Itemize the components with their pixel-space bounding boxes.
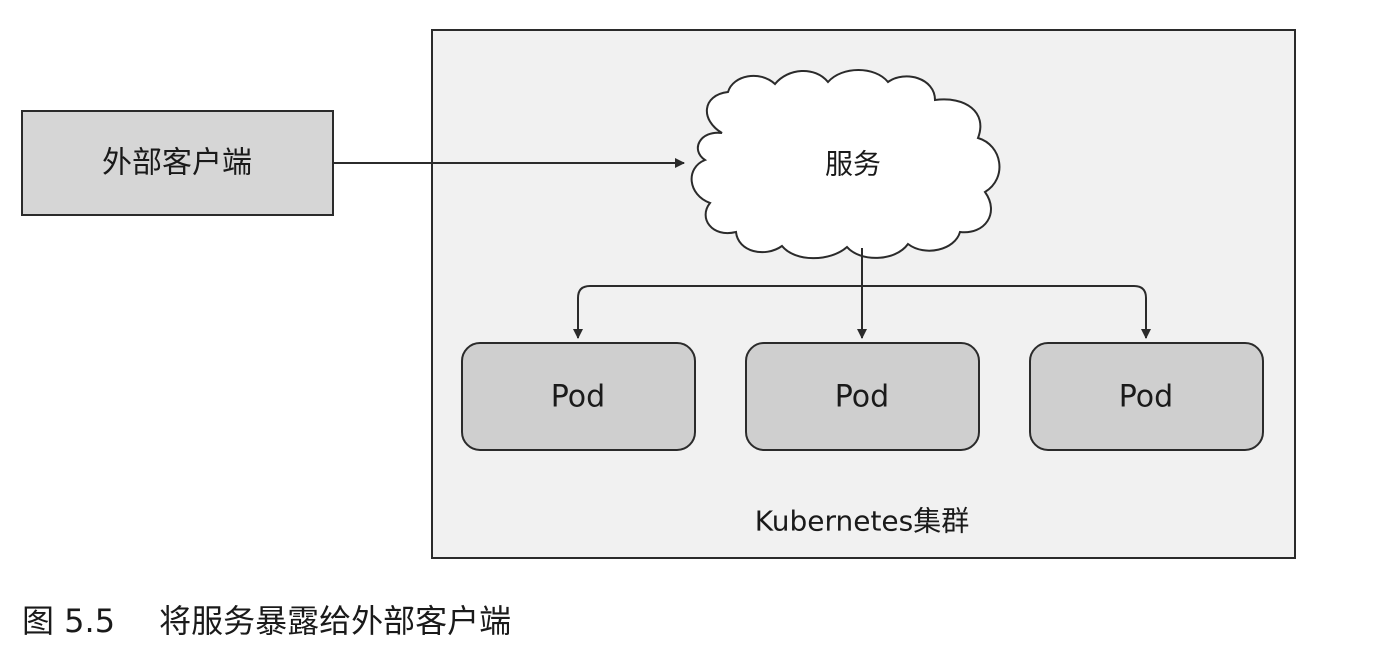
figure-caption: 图 5.5 将服务暴露给外部客户端 — [22, 594, 511, 644]
cluster-label: Kubernetes集群 — [755, 505, 970, 538]
service-cloud — [690, 69, 1001, 260]
external-client-label: 外部客户端 — [102, 146, 252, 181]
external-client-box — [21, 110, 334, 216]
figure-title: 将服务暴露给外部客户端 — [159, 602, 512, 640]
service-label: 服务 — [825, 148, 881, 181]
pod-1-label: Pod — [551, 380, 605, 415]
pod-3-box — [1029, 342, 1264, 451]
figure-number: 图 5.5 — [22, 602, 116, 640]
pod-3-label: Pod — [1119, 380, 1173, 415]
arrow-to-pod-1 — [573, 285, 591, 339]
pod-2-label: Pod — [835, 380, 889, 415]
pod-2-box — [745, 342, 980, 451]
pod-1-box — [461, 342, 696, 451]
arrow-to-pod-3 — [1133, 285, 1151, 339]
